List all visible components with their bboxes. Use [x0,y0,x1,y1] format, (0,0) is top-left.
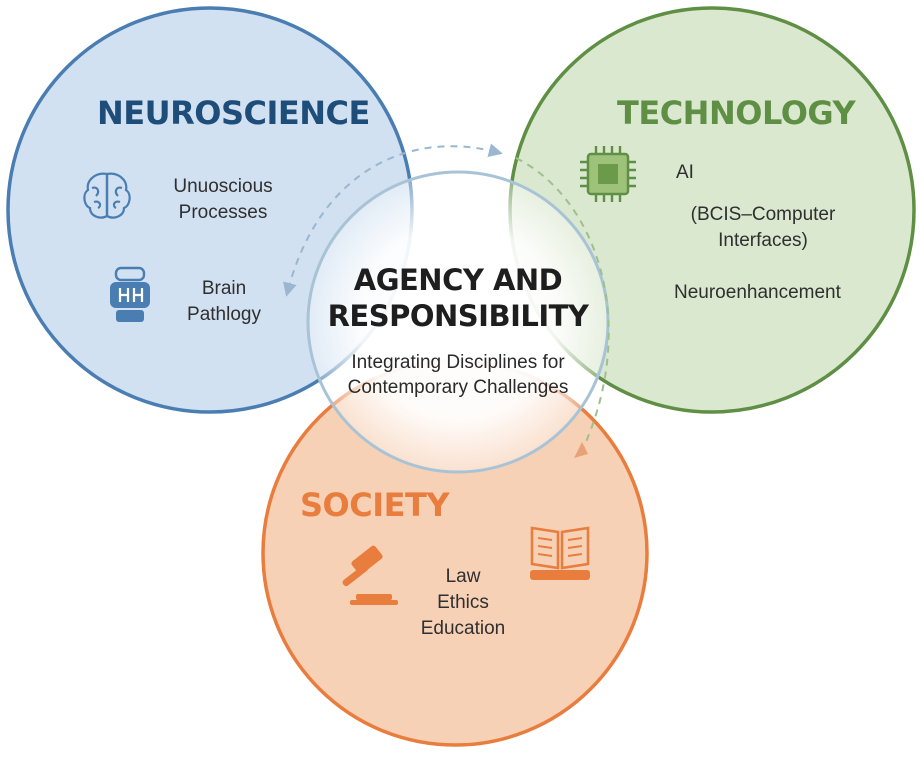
gavel-icon [342,545,398,605]
neuroscience-item-unconscious: Unuoscious Processes [173,176,273,223]
technology-item-neuroenhancement: Neuroenhancement [674,282,841,303]
cycle-arrow-left [283,143,503,297]
technology-item-ai: AI [676,162,694,183]
society-item-education: Education [420,618,506,639]
society-title: SOCIETY [300,486,450,524]
technology-item-bci: (BCIS–Computer Interfaces) [690,204,836,251]
center-subtitle: Integrating Disciplines for Contemporary… [347,352,569,398]
brain-pathology-icon [110,266,150,322]
brain-icon [83,172,131,219]
center-title: AGENCY AND RESPONSIBILITY [327,263,589,333]
technology-title: TECHNOLOGY [617,94,856,132]
microchip-icon [580,146,636,202]
neuroscience-title: NEUROSCIENCE [97,94,370,132]
neuroscience-item-brain-pathology: Brain Pathlogy [187,278,261,325]
society-items: Law Ethics Education [408,564,518,642]
society-item-law: Law [445,566,481,587]
society-item-ethics: Ethics [437,592,489,613]
book-icon [530,526,590,580]
cycle-arrow-right-head [574,442,588,458]
